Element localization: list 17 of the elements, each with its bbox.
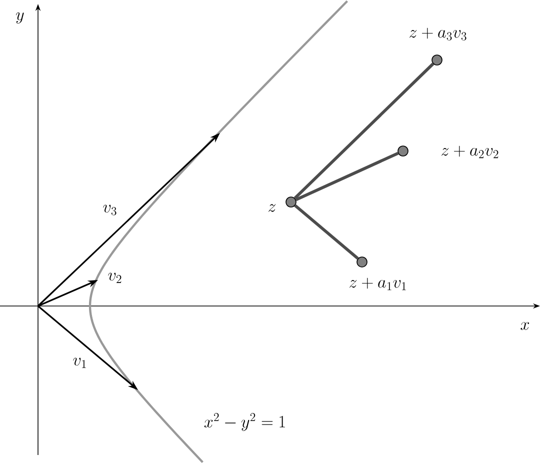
point-marker xyxy=(356,256,368,268)
point-label: $z + a_3v_3$ xyxy=(409,28,466,40)
point-label: $z + a_2v_2$ xyxy=(441,146,498,158)
axis-label: $x$ xyxy=(520,322,530,330)
math-label: $x^2 - y^2 = 1$ xyxy=(204,413,285,431)
point-label: $z + a_1v_1$ xyxy=(349,278,406,290)
line-segment xyxy=(294,204,359,260)
line-segment xyxy=(294,62,434,200)
math-label: $v_3$ xyxy=(103,204,116,216)
point-label: $z$ xyxy=(268,204,276,212)
math-label: $v_1$ xyxy=(73,358,86,368)
point-marker xyxy=(286,196,296,208)
point-marker xyxy=(398,146,408,156)
line-segment xyxy=(295,152,399,202)
point-marker xyxy=(432,54,442,66)
axis-label: $y$ xyxy=(16,12,24,24)
math-label: $v_2$ xyxy=(108,272,122,283)
